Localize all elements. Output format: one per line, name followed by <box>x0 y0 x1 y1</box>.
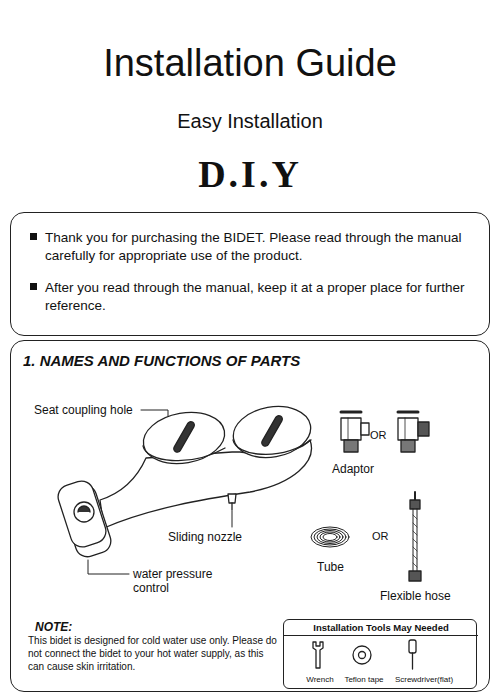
or-word: OR <box>370 429 392 441</box>
intro-text: After you read through the manual, keep … <box>45 279 475 315</box>
coupling-slot <box>173 420 196 453</box>
seat-coupling-disc <box>139 406 228 469</box>
or-word: OR <box>372 530 394 542</box>
intro-box: Thank you for purchasing the BIDET. Plea… <box>10 212 490 336</box>
diy-heading: D.I.Y <box>0 152 500 196</box>
coupling-slot <box>261 414 284 447</box>
teflon-tape-icon <box>353 646 371 664</box>
control-housing-top <box>55 478 109 550</box>
leader-line <box>232 511 233 527</box>
note-text: This bidet is designed for cold water us… <box>28 634 278 673</box>
tool-name: Wrench <box>300 675 340 684</box>
leader-line <box>88 560 129 574</box>
intro-text: Thank you for purchasing the BIDET. Plea… <box>45 229 475 265</box>
part-name: Sliding nozzle <box>168 530 258 544</box>
disc-edge <box>143 446 225 461</box>
tools-box: Installation Tools May NeededWrenchTeflo… <box>283 619 477 689</box>
leader-line <box>141 410 168 416</box>
page-title: Installation Guide <box>0 42 500 85</box>
screwdriver-icon <box>409 640 416 669</box>
flexible-hose <box>409 492 421 581</box>
adaptor-icon <box>398 412 429 452</box>
part-name: water pressure control <box>133 567 233 595</box>
note-heading: NOTE: <box>35 620 95 634</box>
tube-coil <box>311 527 349 547</box>
disc-edge <box>233 440 311 454</box>
control-knob <box>74 502 94 522</box>
control-knob-mark <box>78 506 90 512</box>
nozzle-tip <box>231 503 232 510</box>
seat-coupling-disc <box>229 401 314 464</box>
sliding-nozzle <box>228 494 236 503</box>
tool-name: Screwdriver(flat) <box>384 675 464 684</box>
tool-name: Teflon tape <box>339 675 389 684</box>
subtitle: Easy Installation <box>0 110 500 133</box>
section-heading: 1. NAMES AND FUNCTIONS OF PARTS <box>23 352 300 369</box>
tools-heading: Installation Tools May Needed <box>284 622 478 636</box>
adaptor-icon <box>341 412 369 452</box>
part-name: Flexible hose <box>380 589 470 603</box>
part-name: Seat coupling hole <box>34 403 144 417</box>
part-name: Adaptor <box>332 462 392 476</box>
wrench-icon <box>313 642 323 668</box>
part-name: Tube <box>317 560 357 574</box>
